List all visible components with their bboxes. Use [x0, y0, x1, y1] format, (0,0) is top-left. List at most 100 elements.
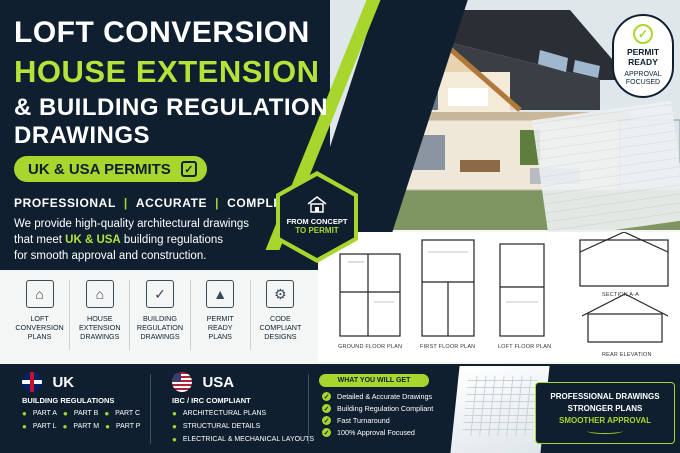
- service-label: PERMIT READY PLANS: [206, 314, 234, 341]
- uk-parts-row-2: ● PART L ● PART M ● PART P: [22, 422, 140, 431]
- concept-hexagon: FROM CONCEPT TO PERMIT: [280, 176, 354, 258]
- usa-subtitle: IBC / IRC COMPLIANT: [172, 396, 251, 405]
- uk-part: PART P: [115, 423, 141, 430]
- description-part-1: We provide high-quality architectural dr…: [14, 218, 250, 230]
- usa-item: ● ELECTRICAL & MECHANICAL LAYOUTS: [172, 435, 314, 444]
- check-icon: ✓: [322, 404, 331, 413]
- service-permit-ready: ▲ PERMIT READY PLANS: [191, 280, 251, 350]
- permits-label: UK & USA PERMITS: [28, 160, 171, 178]
- headline-line-1: LOFT CONVERSION: [14, 16, 310, 49]
- service-house-extension: ⌂ HOUSE EXTENSION DRAWINGS: [70, 280, 131, 350]
- what-you-get-item: ✓ Detailed & Accurate Drawings: [322, 392, 433, 401]
- blueprint-sheet: [532, 100, 680, 240]
- service-label: LOFT CONVERSION PLANS: [15, 314, 64, 341]
- uk-part: PART L: [32, 423, 57, 430]
- description-highlight: UK & USA: [65, 234, 121, 246]
- description: We provide high-quality architectural dr…: [14, 216, 314, 264]
- what-you-get-label: Building Regulation Compliant: [337, 404, 434, 413]
- floor-plans-drawing: [339, 231, 669, 343]
- uk-flag-icon: [22, 372, 42, 392]
- plans-sheet: GROUND FLOOR PLAN FIRST FLOOR PLAN LOFT …: [318, 231, 680, 362]
- concept-line-2: TO PERMIT: [295, 226, 339, 235]
- bullet-icon: ●: [172, 422, 177, 431]
- first-floor-caption: FIRST FLOOR PLAN: [420, 344, 476, 350]
- description-part-4: for smooth approval and construction.: [14, 250, 207, 262]
- promo-line-1: PROFESSIONAL DRAWINGS: [550, 392, 660, 401]
- stamp-icon: ▲: [206, 280, 235, 308]
- uk-part: PART A: [32, 410, 57, 417]
- service-label: BUILDING REGULATION DRAWINGS: [136, 314, 184, 341]
- bullet-icon: ●: [62, 409, 68, 418]
- promo-line-2: STRONGER PLANS: [567, 404, 643, 413]
- bullet-icon: ●: [104, 409, 110, 418]
- check-icon: ✓: [322, 416, 331, 425]
- concept-line-1: FROM CONCEPT: [286, 217, 348, 226]
- quality-accurate: ACCURATE: [135, 196, 208, 210]
- permit-ready-badge: ✓ PERMIT READY APPROVAL FOCUSED: [612, 14, 674, 98]
- usa-column: USA IBC / IRC COMPLIANT ● ARCHITECTURAL P…: [172, 372, 314, 444]
- document-check-icon: ✓: [146, 280, 174, 308]
- bullet-icon: ●: [172, 409, 177, 418]
- bullet-icon: ●: [105, 422, 110, 431]
- checkbox-icon: ✓: [180, 161, 197, 177]
- elevation-caption: REAR ELEVATION: [602, 352, 652, 358]
- what-you-get-label: 100% Approval Focused: [337, 428, 415, 437]
- headline-line-4: DRAWINGS: [14, 122, 150, 149]
- loft-plan-icon: ⌂: [25, 280, 54, 308]
- permits-pill: UK & USA PERMITS ✓: [14, 156, 207, 182]
- services-row: ⌂ LOFT CONVERSION PLANS ⌂ HOUSE EXTENSIO…: [10, 280, 310, 350]
- what-you-get-pill: WHAT YOU WILL GET: [319, 374, 429, 387]
- what-you-get-label: Fast Turnaround: [337, 416, 390, 425]
- usa-item: ● ARCHITECTURAL PLANS: [172, 409, 314, 418]
- usa-item-label: ARCHITECTURAL PLANS: [182, 410, 267, 417]
- uk-column: UK BUILDING REGULATIONS ● PART A ● PART B …: [22, 372, 140, 431]
- promo-box: PROFESSIONAL DRAWINGS STRONGER PLANS SMO…: [535, 382, 675, 444]
- check-circle-icon: ✓: [633, 24, 653, 44]
- usa-item-label: ELECTRICAL & MECHANICAL LAYOUTS: [182, 436, 315, 443]
- usa-title: USA: [202, 373, 235, 391]
- uk-title: UK: [52, 373, 75, 391]
- uk-part: PART B: [73, 410, 99, 417]
- separator: |: [123, 196, 128, 210]
- house-icon: ⌂: [85, 280, 114, 308]
- service-label: HOUSE EXTENSION DRAWINGS: [79, 314, 121, 341]
- what-you-get-item: ✓ Fast Turnaround: [322, 416, 433, 425]
- service-loft-conversion: ⌂ LOFT CONVERSION PLANS: [10, 280, 71, 350]
- badge-subtitle: APPROVAL FOCUSED: [624, 71, 662, 86]
- bullet-icon: ●: [22, 422, 27, 431]
- usa-flag-icon: [172, 372, 192, 392]
- service-building-regulation: ✓ BUILDING REGULATION DRAWINGS: [130, 280, 191, 350]
- gear-check-icon: ⚙: [266, 280, 295, 308]
- loft-floor-caption: LOFT FLOOR PLAN: [498, 344, 552, 350]
- uk-part: PART M: [73, 423, 100, 430]
- quality-professional: PROFESSIONAL: [14, 196, 116, 210]
- bullet-icon: ●: [62, 422, 68, 431]
- divider: [150, 374, 151, 444]
- badge-title: PERMIT READY: [626, 47, 660, 67]
- what-you-get-list: ✓ Detailed & Accurate Drawings ✓ Building …: [322, 392, 433, 440]
- promo-line-3: SMOOTHER APPROVAL: [558, 416, 651, 425]
- signature-mark: [587, 428, 623, 434]
- what-you-get-item: ✓ Building Regulation Compliant: [322, 404, 433, 413]
- what-you-get-item: ✓100% Approval Focused: [322, 428, 433, 437]
- usa-item-label: STRUCTURAL DETAILS: [182, 423, 261, 430]
- service-code-compliant: ⚙ CODE COMPLIANT DESIGNS: [251, 280, 310, 350]
- description-part-3: building regulations: [120, 234, 224, 246]
- qualities-row: PROFESSIONAL | ACCURATE | COMPLIANT: [14, 196, 304, 210]
- check-icon: ✓: [322, 392, 331, 401]
- ground-floor-caption: GROUND FLOOR PLAN: [338, 344, 403, 350]
- uk-subtitle: BUILDING REGULATIONS: [22, 396, 115, 405]
- description-part-2: that meet: [14, 234, 66, 246]
- bullet-icon: ●: [22, 409, 27, 418]
- uk-part: PART C: [115, 410, 141, 417]
- section-caption: SECTION A-A: [602, 292, 640, 298]
- separator: |: [215, 196, 220, 210]
- service-label: CODE COMPLIANT DESIGNS: [259, 314, 302, 341]
- uk-parts-row-1: ● PART A ● PART B ● PART C: [22, 409, 140, 418]
- house-icon: [307, 196, 327, 213]
- headline-line-2: HOUSE EXTENSION: [14, 54, 320, 89]
- bullet-icon: ●: [172, 435, 177, 444]
- divider: [308, 374, 309, 444]
- what-you-get-label: Detailed & Accurate Drawings: [337, 392, 433, 401]
